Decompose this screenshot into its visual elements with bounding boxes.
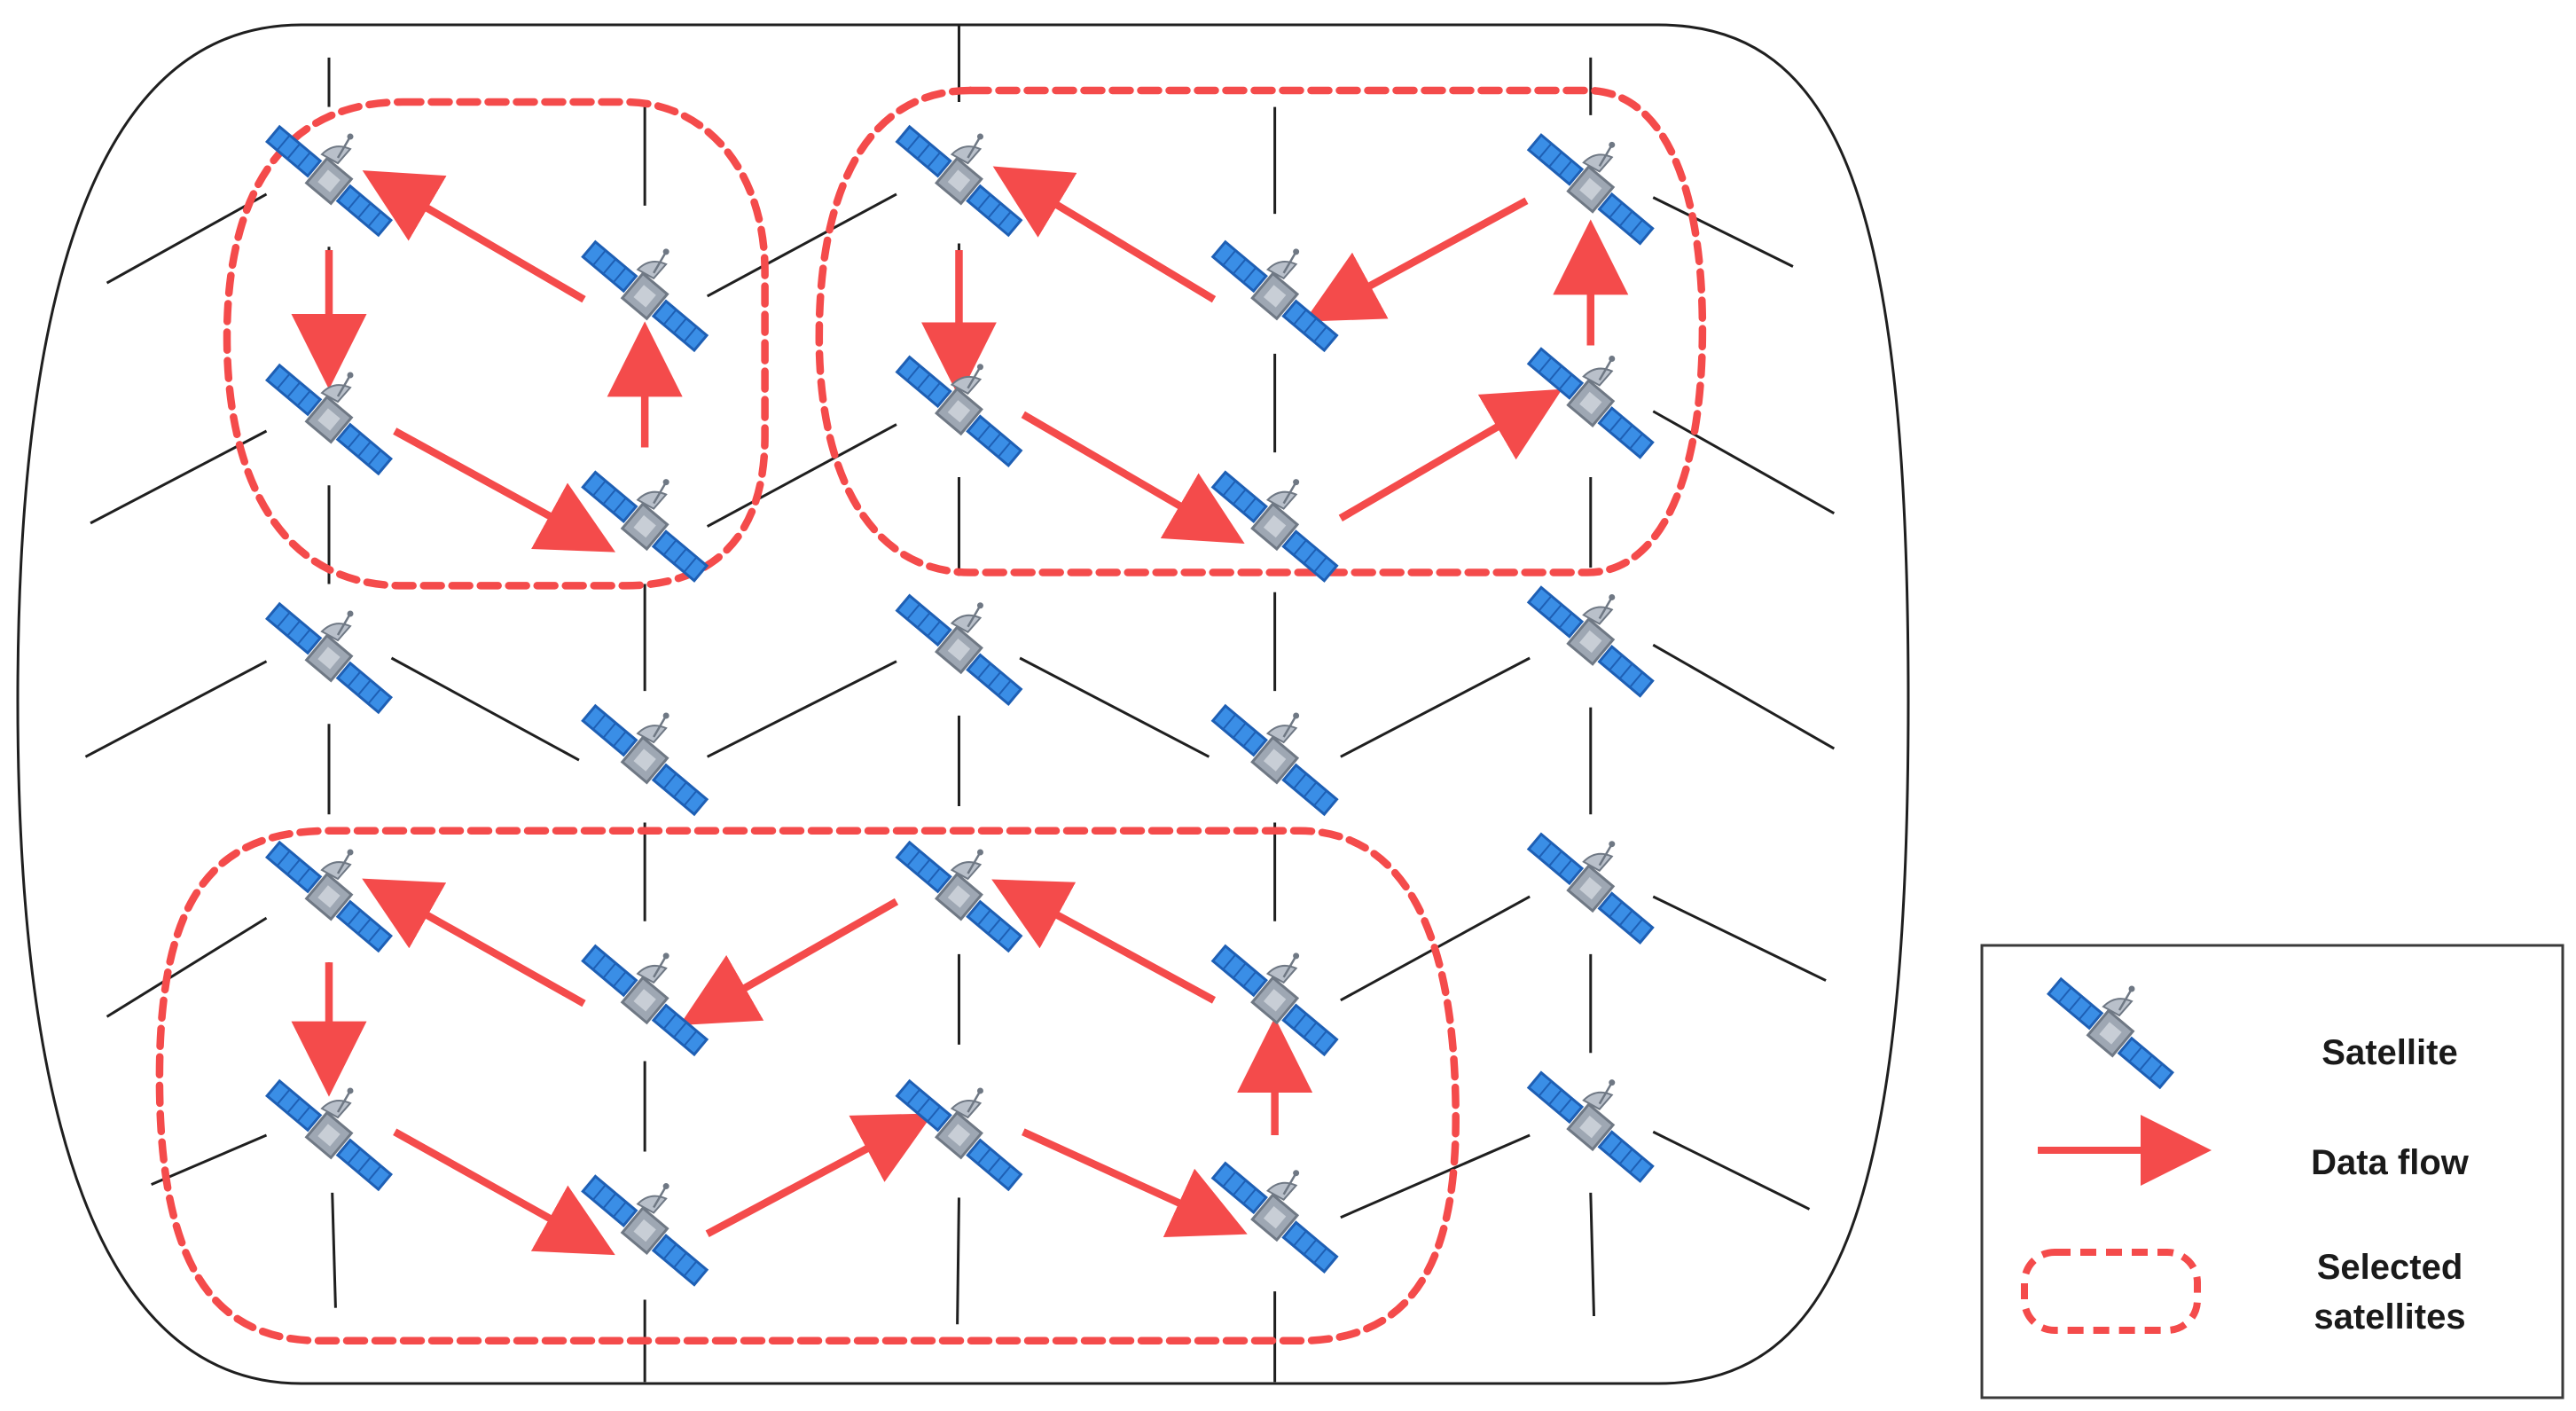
satellite-icon <box>577 235 713 357</box>
orbital-line <box>331 1192 337 1308</box>
selected-satellite-groups <box>155 86 1707 1345</box>
satellite-icon <box>1207 939 1343 1061</box>
data-flow-arrow <box>679 898 899 1025</box>
inter-plane-link <box>1652 410 1836 515</box>
data-flow-arrows <box>291 166 1629 1256</box>
inter-plane-link <box>106 916 268 1018</box>
data-flow-arrow <box>362 170 586 303</box>
selected-group-box <box>223 98 769 590</box>
inter-plane-link <box>106 192 268 285</box>
data-flow-arrow <box>991 879 1217 1004</box>
satellite-icon <box>891 121 1027 242</box>
data-flow-arrow <box>992 166 1217 303</box>
inter-plane-link <box>1652 1130 1811 1211</box>
legend-selected-label-line1: Selected <box>2317 1248 2463 1287</box>
satellite-icon <box>1207 700 1343 821</box>
inter-plane-link <box>1652 643 1836 750</box>
satellite-icon <box>1523 129 1658 250</box>
satellite-icon <box>577 700 713 821</box>
data-flow-arrow <box>1338 388 1562 521</box>
satellite-icon <box>577 466 713 587</box>
satellite-icon <box>1523 342 1658 464</box>
data-flow-arrow <box>393 427 616 553</box>
legend-dataflow-label: Data flow <box>2311 1143 2470 1182</box>
satellite-icon <box>1207 1156 1343 1278</box>
selected-group-box <box>155 827 1460 1345</box>
data-flow-arrow <box>393 1128 615 1256</box>
inter-plane-link <box>84 660 268 758</box>
satellite-icon <box>1207 466 1343 587</box>
satellite-icon <box>1523 827 1658 949</box>
inter-plane-link <box>706 423 897 528</box>
satellite-icon <box>1523 1066 1658 1188</box>
satellite-icon <box>577 1170 713 1291</box>
data-flow-arrow <box>705 1113 934 1237</box>
inter-plane-link <box>1652 196 1794 268</box>
inter-plane-link <box>390 656 580 762</box>
data-flow-arrow <box>1021 411 1245 544</box>
selected-group-box <box>815 86 1707 576</box>
inter-plane-link <box>706 660 897 758</box>
legend-satellite-label: Satellite <box>2322 1033 2457 1072</box>
data-flow-arrow <box>1022 1128 1248 1238</box>
data-flow-arrow <box>1304 197 1529 322</box>
satellite-icon <box>891 835 1027 957</box>
satellite-icon <box>262 359 396 481</box>
data-flow-arrow <box>362 878 586 1007</box>
inter-plane-link <box>151 1133 268 1186</box>
orbital-plane-lines <box>84 24 1836 1383</box>
orbital-line <box>1589 1192 1595 1317</box>
legend-selected-label-line2: satellites <box>2314 1297 2465 1337</box>
satellite-icon <box>1207 235 1343 357</box>
satellite-icon <box>1523 581 1658 702</box>
satellite-icon <box>891 589 1027 710</box>
inter-plane-link <box>1019 656 1210 758</box>
inter-plane-link <box>1340 656 1531 758</box>
satellite-icon <box>262 598 396 718</box>
inter-plane-link <box>1340 1133 1531 1219</box>
satellite-icon <box>891 1074 1027 1195</box>
orbital-line <box>956 1197 960 1325</box>
constellation-boundary <box>16 23 1910 1385</box>
satellite-icon <box>262 121 396 242</box>
legend-dashed-box-icon <box>2021 1249 2201 1334</box>
satellite-icon <box>262 1074 396 1195</box>
satellite-icon <box>891 350 1027 472</box>
legend: Satellite Data flow Selected satellites <box>1980 944 2564 1399</box>
satellite-icon <box>262 835 396 957</box>
inter-plane-link <box>706 192 897 298</box>
satellite-icon <box>577 939 713 1061</box>
inter-plane-link <box>1652 895 1827 982</box>
